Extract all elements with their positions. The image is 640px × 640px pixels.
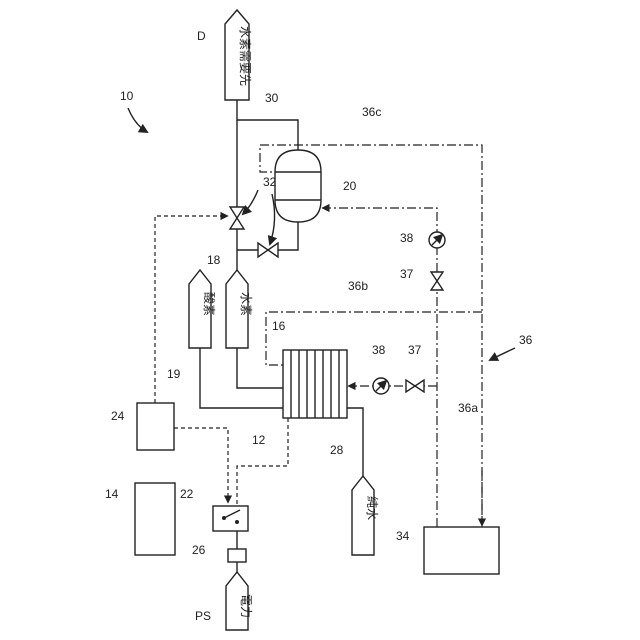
valve-32-main <box>230 207 244 229</box>
ref-36b: 36b <box>348 279 368 293</box>
ref-14: 14 <box>105 487 119 501</box>
ref-38-lower: 38 <box>372 343 386 357</box>
ref-20: 20 <box>343 179 357 193</box>
control-signal-lines <box>155 216 288 506</box>
ref-ps: PS <box>195 609 211 623</box>
valve-32-bypass <box>258 243 278 257</box>
valve-37-upper <box>431 272 443 290</box>
demand-terminal: 水素需要先 <box>225 10 252 100</box>
gauge-38-lower <box>373 378 389 394</box>
power-terminal: 電力 <box>226 572 253 630</box>
ref-36a: 36a <box>458 401 478 415</box>
ref-37-upper: 37 <box>400 267 414 281</box>
water-line-28 <box>347 408 363 476</box>
ref-24: 24 <box>111 409 125 423</box>
box-34 <box>424 527 499 574</box>
valve-37-lower <box>406 380 424 392</box>
ref-37-lower: 37 <box>408 343 422 357</box>
ref-30: 30 <box>265 91 279 105</box>
demand-label: 水素需要先 <box>238 26 252 86</box>
ref-16: 16 <box>272 319 286 333</box>
pure-water-label: 純水 <box>365 496 379 520</box>
electrolysis-stack-16 <box>283 350 347 418</box>
ref-10: 10 <box>120 89 134 103</box>
hydrogen-terminal: 水素 <box>226 270 253 348</box>
ref-22: 22 <box>180 487 194 501</box>
controller-24 <box>137 403 174 450</box>
ref-19: 19 <box>167 367 181 381</box>
pure-water-terminal: 純水 <box>352 476 379 555</box>
ref-36: 36 <box>519 333 533 347</box>
oxygen-label: 酸素 <box>202 292 217 316</box>
oxygen-terminal: 酸素 <box>189 270 217 348</box>
power-label: 電力 <box>239 594 253 618</box>
ref-38-upper: 38 <box>400 231 414 245</box>
tank-20 <box>275 150 321 222</box>
ref-18: 18 <box>207 253 221 267</box>
hydrogen-label: 水素 <box>239 292 253 316</box>
ref-d: D <box>197 29 206 43</box>
ref-36c: 36c <box>362 105 381 119</box>
ref-34: 34 <box>396 529 410 543</box>
controller-14 <box>135 483 175 555</box>
gauge-38-upper <box>429 232 445 248</box>
switch-22 <box>213 506 248 531</box>
ref-28: 28 <box>330 443 344 457</box>
oxygen-line-19 <box>200 348 283 408</box>
hydrogen-line-18 <box>237 348 283 388</box>
ref-12: 12 <box>252 433 266 447</box>
ref-26: 26 <box>192 543 206 557</box>
meter-26 <box>228 531 246 572</box>
ref-32: 32 <box>263 175 277 189</box>
